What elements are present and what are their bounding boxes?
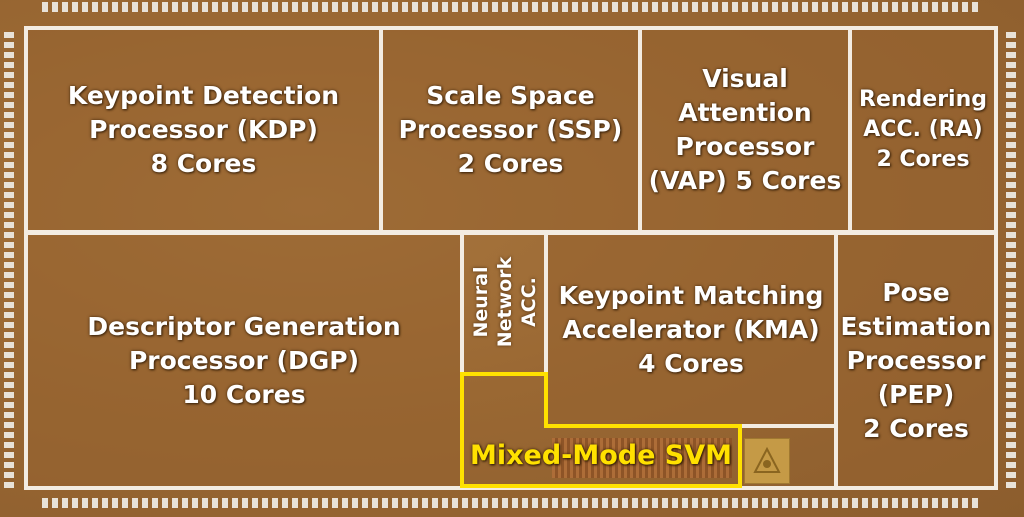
svm-label: Mixed-Mode SVM: [469, 439, 733, 471]
vap-block: Visual Attention Processor (VAP) 5 Cores: [642, 30, 848, 230]
dgp-label: Descriptor Generation Processor (DGP) 10…: [87, 311, 401, 409]
outer-right-line: [994, 26, 998, 490]
kma-block: Keypoint Matching Accelerator (KMA) 4 Co…: [548, 235, 834, 424]
outer-left-line: [24, 26, 28, 490]
svm-outline-path: [460, 372, 742, 488]
chip-logo: [744, 438, 790, 484]
row-divider: [24, 230, 998, 235]
divider-kdp-ssp: [379, 26, 383, 232]
pep-label: Pose Estimation Processor (PEP) 2 Cores: [840, 277, 992, 443]
divider-ssp-vap: [638, 26, 642, 232]
kdp-block: Keypoint Detection Processor (KDP) 8 Cor…: [28, 30, 379, 230]
divider-nna-kma: [544, 232, 548, 372]
divider-vap-ra: [848, 26, 852, 232]
dgp-block: Descriptor Generation Processor (DGP) 10…: [28, 235, 460, 486]
svm-circuit-texture: [552, 438, 732, 478]
bottom-pad-row: [40, 496, 980, 510]
ssp-block: Scale Space Processor (SSP) 2 Cores: [383, 30, 638, 230]
left-pad-column: [2, 30, 16, 490]
vap-label: Visual Attention Processor (VAP) 5 Cores: [648, 64, 842, 195]
divider-dgp-nna: [460, 232, 464, 372]
ssp-label: Scale Space Processor (SSP) 2 Cores: [398, 81, 623, 178]
kdp-label: Keypoint Detection Processor (KDP) 8 Cor…: [67, 81, 340, 178]
pep-block: Pose Estimation Processor (PEP) 2 Cores: [838, 235, 994, 486]
kma-label: Keypoint Matching Accelerator (KMA) 4 Co…: [558, 280, 824, 378]
logo-icon: [753, 446, 781, 473]
right-pad-column: [1004, 30, 1018, 490]
ra-block: Rendering ACC. (RA) 2 Cores: [852, 30, 994, 230]
outer-top-line: [24, 26, 998, 30]
divider-kma-pep: [834, 232, 838, 488]
ra-label: Rendering ACC. (RA) 2 Cores: [859, 87, 987, 172]
top-pad-row: [40, 0, 980, 14]
